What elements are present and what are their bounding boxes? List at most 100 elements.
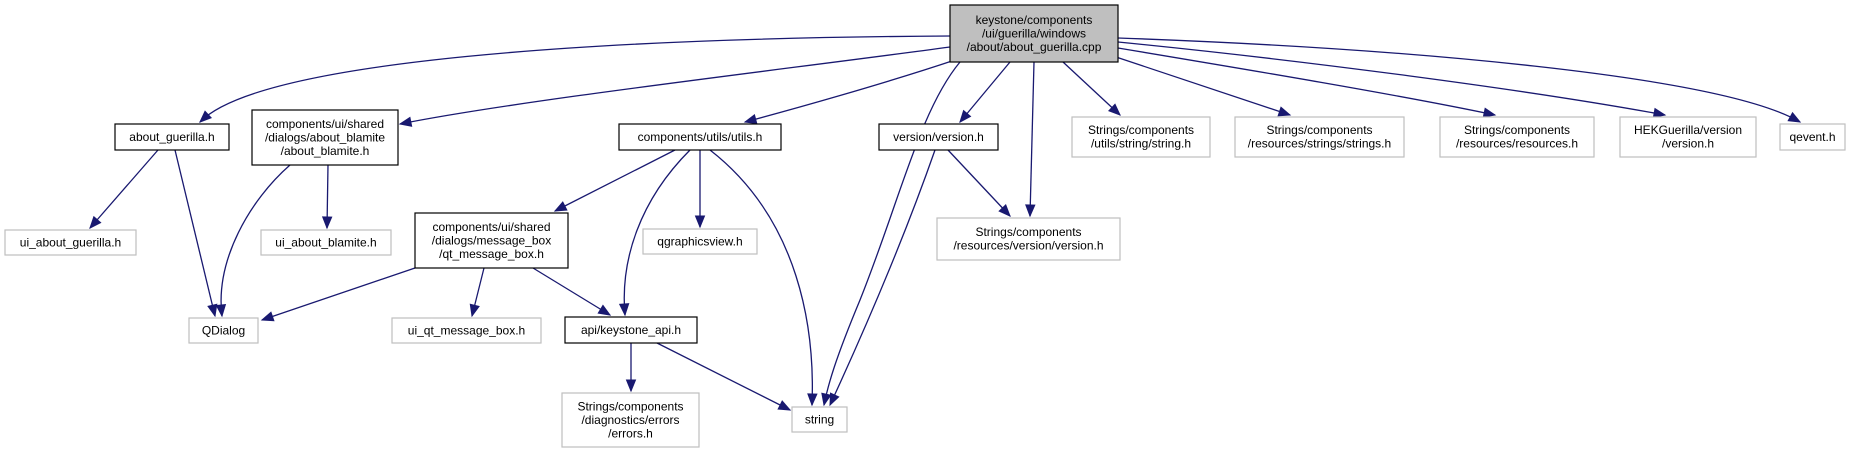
node-box (251, 109, 399, 166)
edge-root-to-qevent_h (1117, 37, 1802, 123)
node-label-line: qevent.h (1789, 130, 1835, 144)
node-label-line: Strings/components (1088, 123, 1194, 137)
node-box (642, 228, 758, 255)
node-label-line: ui_about_blamite.h (275, 235, 376, 249)
node-label-line: Strings/components (1464, 123, 1570, 137)
arrowhead-icon (618, 303, 630, 317)
node-label-line: /about_blamite.h (281, 144, 370, 158)
node-label-line: Strings/components (577, 399, 683, 413)
edge-qt_message_box_h-to-ui_qt_message_box_h (469, 267, 485, 318)
node-box (618, 123, 782, 151)
node-label-line: Strings/components (975, 225, 1081, 239)
arrowhead-icon (777, 400, 792, 411)
node-keystone-api-h[interactable]: api/keystone_api.h (564, 316, 698, 344)
node-label-line: /resources/version/version.h (953, 239, 1103, 253)
edge-line (89, 149, 159, 229)
arrowhead-icon (807, 393, 818, 407)
edge-line (1029, 61, 1035, 217)
node-box (4, 229, 137, 256)
edge-line (261, 267, 416, 321)
node-box (936, 217, 1121, 261)
node-label-line: /version.h (1662, 137, 1714, 151)
node-ui-qt-message-box-h: ui_qt_message_box.h (391, 317, 542, 344)
node-label-line: HEKGuerilla/version (1634, 123, 1742, 137)
arrowhead-icon (321, 216, 333, 230)
node-label-line: /utils/string/string.h (1091, 137, 1191, 151)
edge-about_guerilla_h-to-ui_about_guerilla_h (89, 149, 159, 229)
arrowhead-icon (743, 113, 758, 125)
node-hek-version-h: HEKGuerilla/version/version.h (1619, 116, 1757, 158)
node-string-h: Strings/components/utils/string/string.h (1071, 116, 1211, 158)
nodes-layer: keystone/components/ui/guerilla/windows/… (4, 4, 1846, 448)
node-box (114, 123, 230, 151)
edge-root-to-utils_h (743, 59, 956, 125)
node-label-line: ui_about_guerilla.h (20, 235, 121, 249)
edge-line (829, 149, 936, 406)
node-string: string (791, 406, 848, 433)
edge-about_blamite_h-to-ui_about_blamite_h (321, 164, 333, 230)
node-box (1619, 116, 1757, 158)
edge-qt_message_box_h-to-qdialog (260, 267, 416, 322)
node-label-line: string (805, 412, 834, 426)
node-box (391, 317, 542, 344)
arrowhead-icon (821, 392, 832, 407)
edge-line (532, 267, 611, 316)
arrowhead-icon (597, 304, 612, 316)
edge-root-to-strings_h (1109, 54, 1292, 117)
arrowhead-icon (694, 215, 706, 229)
edge-line (399, 46, 951, 125)
node-box (260, 229, 392, 256)
node-label-line: qgraphicsview.h (657, 234, 742, 248)
node-qevent-h: qevent.h (1779, 123, 1846, 151)
edge-line (1117, 37, 1801, 123)
edge-line (744, 59, 956, 123)
arrowhead-icon (1108, 103, 1121, 116)
edge-root-to-string (821, 61, 961, 407)
node-label-line: QDialog (202, 323, 245, 337)
node-box (878, 123, 999, 151)
arrowhead-icon (959, 109, 972, 124)
edge-utils_h-to-keystone_api_h (618, 149, 691, 317)
node-box (1234, 116, 1405, 158)
arrowhead-icon (829, 392, 840, 407)
node-label-line: /diagnostics/errors (581, 413, 679, 427)
arrowhead-icon (89, 215, 102, 229)
node-ui-about-blamite-h: ui_about_blamite.h (260, 229, 392, 256)
node-label-line: version/version.h (893, 130, 984, 144)
edge-line (1117, 41, 1666, 116)
node-label-line: /dialogs/message_box (432, 233, 551, 247)
arrowhead-icon (1277, 106, 1292, 117)
node-version-h[interactable]: version/version.h (878, 123, 999, 151)
node-label-line: /about/about_guerilla.cpp (967, 40, 1102, 54)
node-utils-h[interactable]: components/utils/utils.h (618, 123, 782, 151)
edge-line (220, 164, 291, 317)
arrowhead-icon (625, 379, 637, 393)
node-strings-h: Strings/components/resources/strings/str… (1234, 116, 1405, 158)
node-box (188, 317, 259, 344)
node-qdialog: QDialog (188, 317, 259, 344)
edge-root-to-resources_h (1117, 47, 1497, 118)
node-label-line: /ui/guerilla/windows (982, 26, 1086, 40)
arrowhead-icon (215, 304, 227, 318)
node-box (1779, 123, 1846, 151)
arrowhead-icon (1482, 107, 1497, 118)
node-qt-message-box-h[interactable]: components/ui/shared/dialogs/message_box… (414, 212, 569, 269)
node-box (561, 392, 700, 448)
edge-root-to-string_h (1062, 61, 1121, 116)
edge-root-to-about_guerilla_h (199, 35, 951, 123)
edge-root-to-res_version_h (1025, 61, 1036, 218)
node-about-guerilla-h[interactable]: about_guerilla.h (114, 123, 230, 151)
node-root: keystone/components/ui/guerilla/windows/… (949, 4, 1119, 63)
node-box (791, 406, 848, 433)
node-errors-h: Strings/components/diagnostics/errors/er… (561, 392, 700, 448)
arrowhead-icon (469, 303, 480, 318)
edge-about_blamite_h-to-qdialog (215, 164, 291, 318)
edge-root-to-about_blamite_h (398, 46, 951, 127)
edge-utils_h-to-qt_message_box_h (553, 149, 676, 212)
node-label-line: about_guerilla.h (129, 130, 214, 144)
edge-line (1062, 61, 1121, 116)
node-label-line: /errors.h (608, 426, 653, 440)
node-about-blamite-h[interactable]: components/ui/shared/dialogs/about_blami… (251, 109, 399, 166)
node-label-line: components/ui/shared (266, 117, 384, 131)
node-label-line: components/utils/utils.h (638, 130, 763, 144)
